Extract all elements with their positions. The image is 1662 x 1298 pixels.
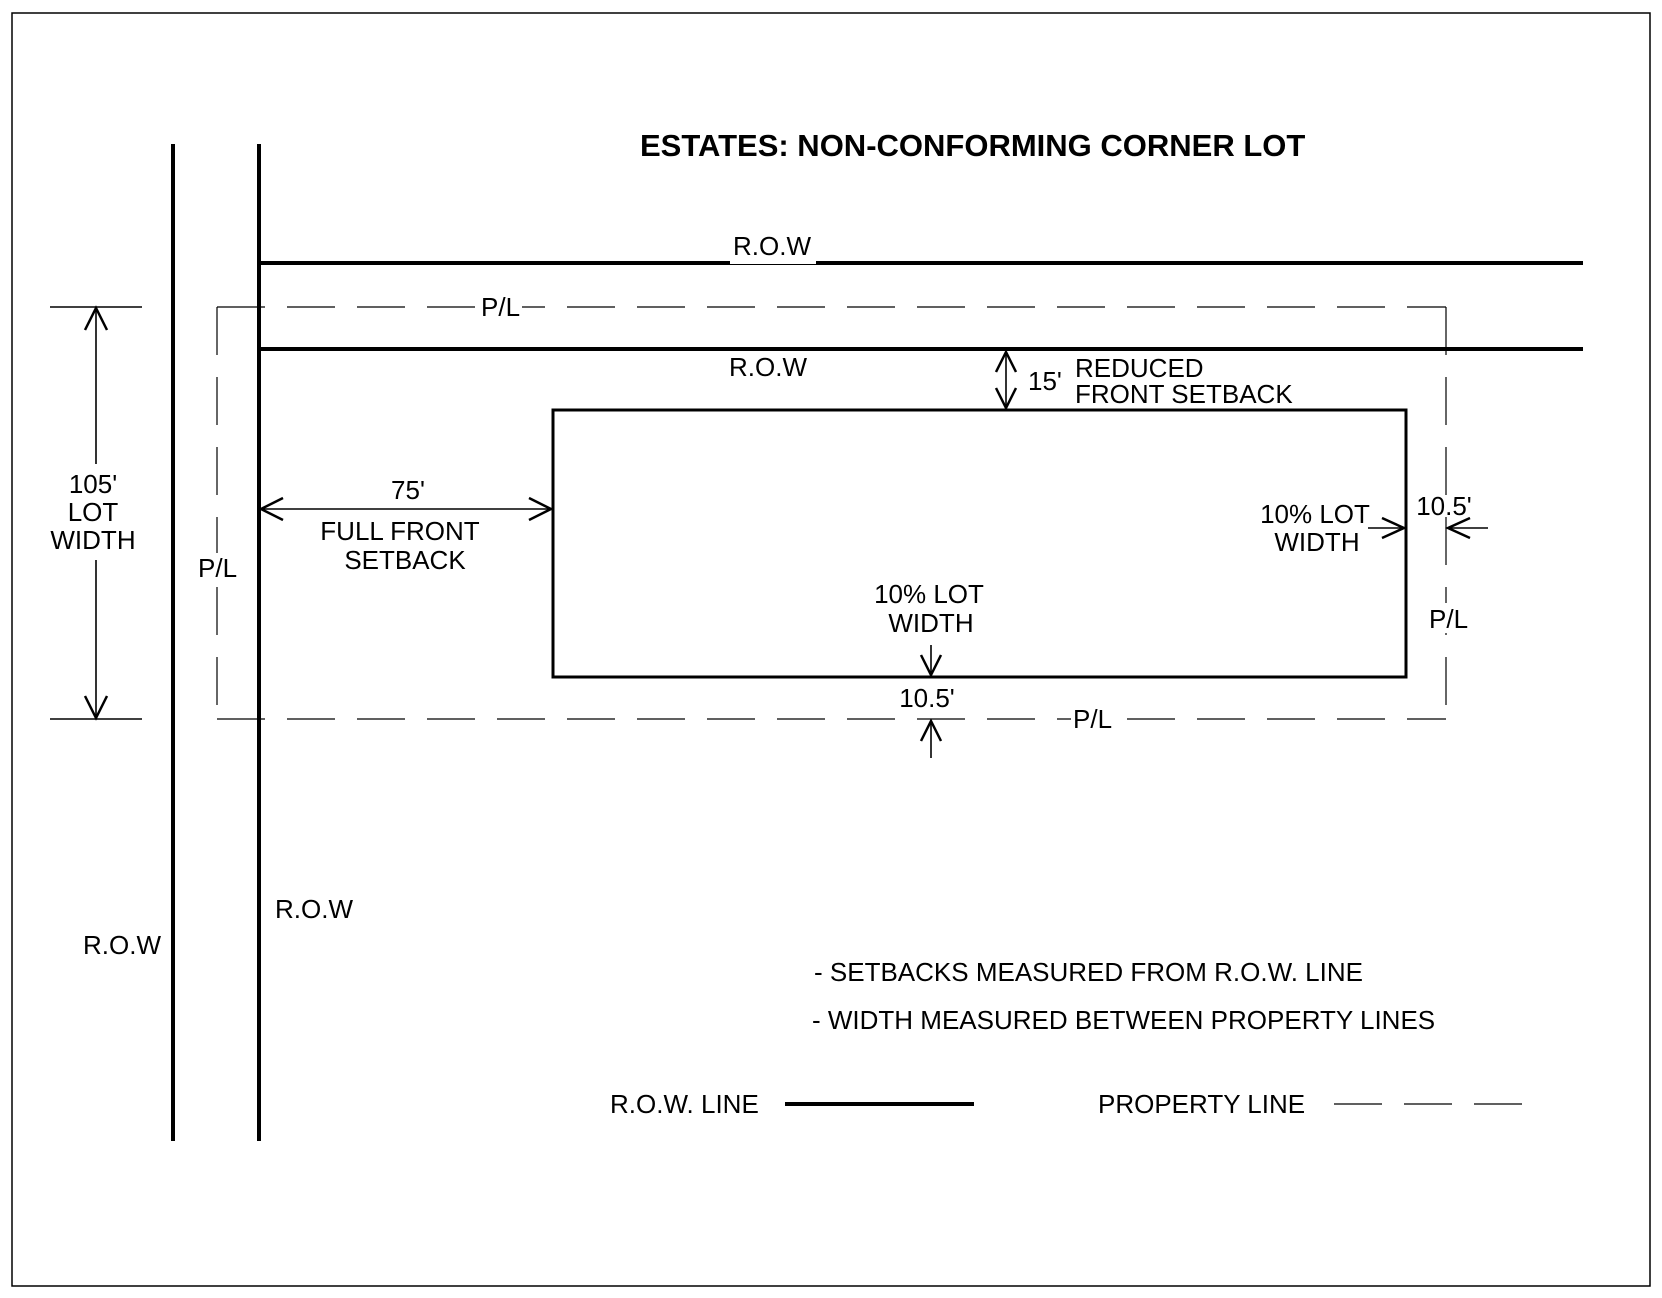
reduced-setback-label-2: FRONT SETBACK bbox=[1075, 379, 1293, 409]
row-top-label-mask bbox=[730, 236, 816, 264]
property-lines bbox=[216, 306, 1447, 720]
row-mid-label: R.O.W bbox=[729, 352, 807, 382]
reduced-setback-label-1: REDUCED bbox=[1075, 353, 1204, 383]
lot-width-dimension: 105' LOT WIDTH bbox=[50, 305, 142, 721]
row-lines bbox=[171, 144, 1583, 1141]
lot-width-label-2: WIDTH bbox=[50, 525, 135, 555]
side-setback-label-2: WIDTH bbox=[1274, 527, 1359, 557]
row-inner-vertical-label: R.O.W bbox=[275, 894, 353, 924]
reduced-setback-arrow-up bbox=[994, 349, 1018, 373]
note-width: - WIDTH MEASURED BETWEEN PROPERTY LINES bbox=[812, 1005, 1435, 1035]
page-frame bbox=[11, 12, 1651, 1287]
lot-width-arrow-down bbox=[83, 695, 109, 721]
lot-width-value: 105' bbox=[69, 469, 117, 499]
full-front-setback-dimension: 75' FULL FRONT SETBACK bbox=[258, 475, 554, 575]
side-setback-label-1: 10% LOT bbox=[1260, 499, 1370, 529]
rear-setback-arrow-down bbox=[919, 654, 943, 678]
diagram-title: ESTATES: NON-CONFORMING CORNER LOT bbox=[640, 128, 1305, 163]
reduced-front-setback-dimension: 15' REDUCED FRONT SETBACK bbox=[994, 349, 1293, 411]
rear-setback-label-2: WIDTH bbox=[888, 608, 973, 638]
rear-setback-dimension: 10% LOT WIDTH 10.5' bbox=[874, 579, 984, 758]
building-envelope bbox=[551, 408, 1408, 679]
pl-top-label: P/L bbox=[481, 292, 520, 322]
side-setback-arrow-right bbox=[1444, 516, 1471, 540]
side-setback-arrow-left bbox=[1381, 516, 1408, 540]
pl-right-label: P/L bbox=[1429, 604, 1468, 634]
legend: R.O.W. LINE PROPERTY LINE bbox=[610, 1089, 1524, 1119]
pl-left-label-mask bbox=[196, 553, 242, 583]
legend-property-line-label: PROPERTY LINE bbox=[1098, 1089, 1305, 1119]
lot-width-label-1: LOT bbox=[68, 497, 119, 527]
full-setback-value: 75' bbox=[391, 475, 425, 505]
lot-width-arrow-up bbox=[83, 305, 109, 331]
side-setback-value: 10.5' bbox=[1416, 491, 1472, 521]
full-setback-arrow-left bbox=[258, 496, 284, 522]
pl-bottom-label: P/L bbox=[1073, 704, 1112, 734]
pl-bottom-label-mask bbox=[1071, 706, 1115, 734]
full-setback-label-1: FULL FRONT bbox=[320, 516, 479, 546]
row-top-label: R.O.W bbox=[733, 231, 811, 261]
pl-top-label-mask bbox=[478, 294, 522, 322]
note-setbacks: - SETBACKS MEASURED FROM R.O.W. LINE bbox=[814, 957, 1363, 987]
full-setback-label-2: SETBACK bbox=[344, 545, 466, 575]
row-outer-vertical-label: R.O.W bbox=[83, 930, 161, 960]
reduced-setback-arrow-down bbox=[994, 387, 1018, 411]
full-setback-arrow-right bbox=[528, 496, 554, 522]
rear-setback-label-1: 10% LOT bbox=[874, 579, 984, 609]
rear-setback-arrow-up bbox=[919, 718, 943, 742]
reduced-setback-value: 15' bbox=[1028, 366, 1062, 396]
pl-left-label: P/L bbox=[198, 553, 237, 583]
legend-row-line-label: R.O.W. LINE bbox=[610, 1089, 759, 1119]
pl-right-label-mask bbox=[1428, 603, 1472, 633]
rear-setback-value: 10.5' bbox=[899, 683, 955, 713]
side-setback-dimension: 10% LOT WIDTH 10.5' bbox=[1260, 491, 1488, 557]
